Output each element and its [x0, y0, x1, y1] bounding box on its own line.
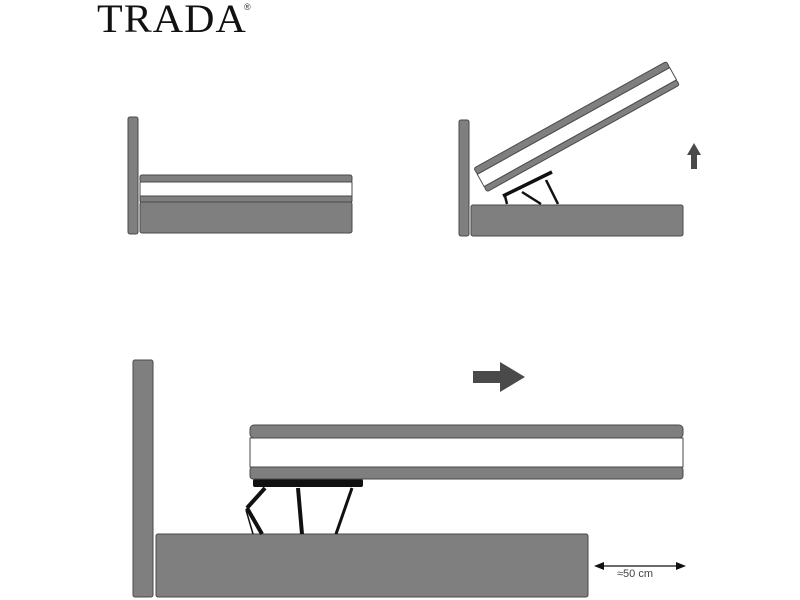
mattress-top: [139, 174, 353, 183]
mattress: [249, 437, 684, 468]
headboard: [458, 119, 470, 237]
headboard: [132, 359, 154, 598]
bed-sliding-diagram: [132, 359, 686, 598]
bed-base: [139, 201, 353, 234]
raised-lid: [474, 61, 680, 192]
bed-base: [470, 204, 684, 237]
brand-logo: TRADA: [97, 0, 247, 41]
dimension-label: ≈50 cm: [617, 568, 653, 580]
bed-base: [155, 533, 589, 598]
lift-mechanism: [502, 170, 560, 206]
bed-closed-diagram: [127, 116, 353, 235]
arrow-right-icon: [473, 362, 525, 392]
mattress-top: [249, 424, 684, 439]
arrow-up-icon: [687, 143, 701, 169]
bed-lifted-diagram: [458, 61, 701, 237]
slat-frame: [249, 466, 684, 480]
headboard: [127, 116, 139, 235]
lift-mechanism: [245, 479, 363, 535]
dimension-arrow-icon: [594, 562, 686, 570]
mattress: [139, 181, 353, 197]
registered-mark: ®: [244, 2, 251, 12]
slat-frame: [139, 195, 353, 203]
